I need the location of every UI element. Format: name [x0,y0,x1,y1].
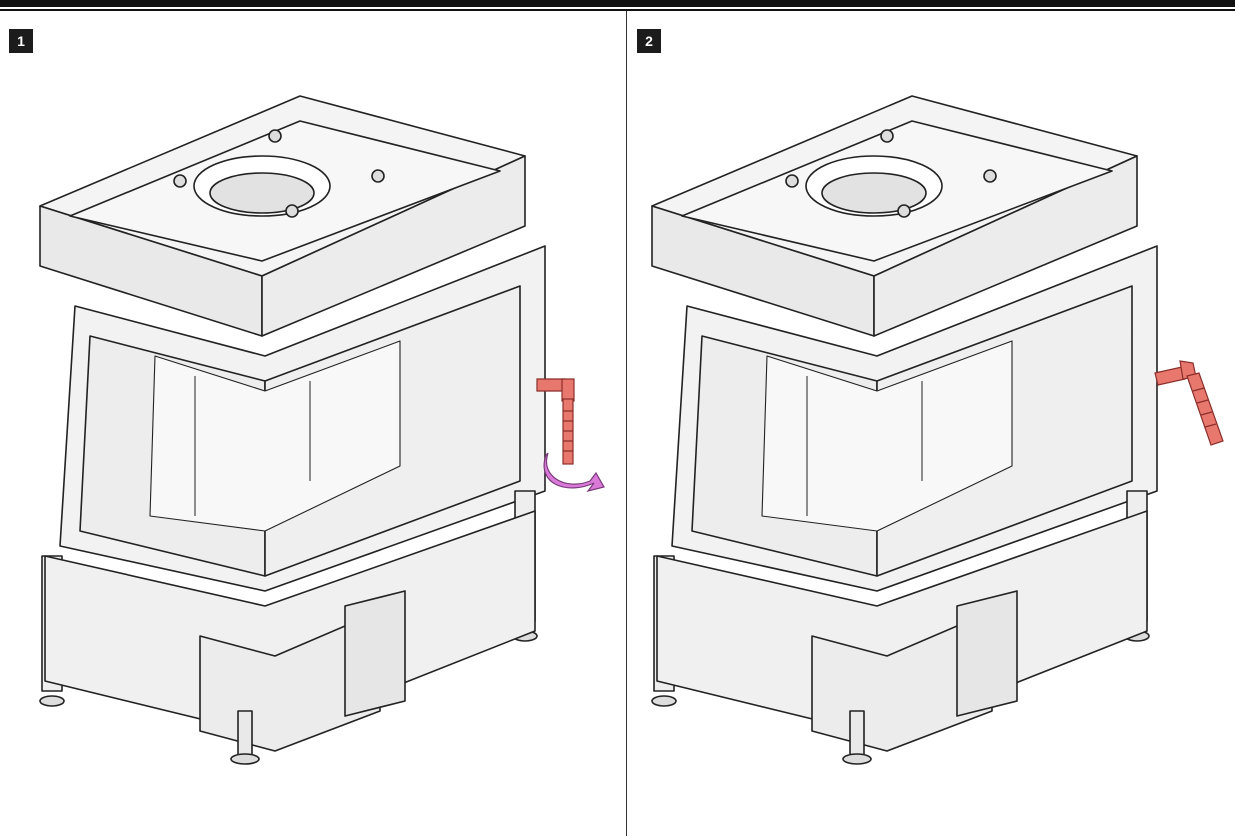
step-number-badge: 1 [9,29,33,53]
handle-closed [536,378,575,465]
header-rule [0,0,1235,7]
fireplace-illustration-1 [39,95,605,765]
air-bracket [344,590,406,717]
fireplace-illustration-2 [651,95,1224,765]
step-number-badge: 2 [637,29,661,53]
hood-right-face [261,155,526,337]
rotation-arrow [543,452,605,492]
base-body [44,510,536,737]
header-rule-thin [0,9,1235,11]
step-panel-1: 1 [0,11,627,836]
step-panel-2: 2 [627,11,1235,836]
handle-open [1154,360,1224,446]
